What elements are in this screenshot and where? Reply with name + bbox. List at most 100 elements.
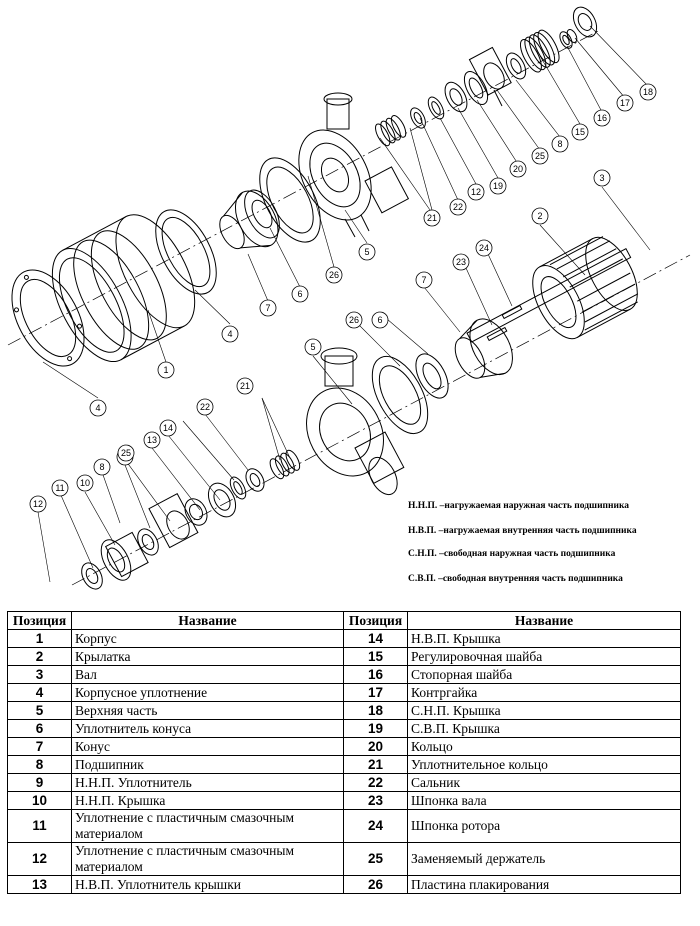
part-grease-seal-end (81, 562, 103, 590)
name-cell: Пластина плакирования (407, 875, 681, 894)
part-grease-seal-lower (229, 476, 247, 500)
callout-label: 19 (493, 181, 503, 191)
part-upper-volute (298, 92, 410, 238)
part-nnp-cover (104, 531, 149, 578)
name-cell: Контргайка (407, 683, 681, 702)
callout-7: 6 (291, 285, 309, 303)
callout-32: 25 (531, 147, 549, 165)
callout-label: 3 (599, 173, 604, 183)
position-cell: 7 (7, 737, 72, 756)
callout-8: 6 (371, 311, 389, 329)
position-cell: 23 (343, 791, 408, 810)
part-stuffing-box-upper (410, 107, 426, 129)
part-replaceable-holder-upper (468, 46, 512, 107)
part-cone-seal (244, 189, 280, 239)
callout-35: 26 (345, 311, 363, 329)
callout-label: 22 (200, 402, 210, 412)
part-replaceable-holder-lower (148, 493, 199, 549)
position-cell: 18 (343, 701, 408, 720)
position-cell: 5 (7, 701, 72, 720)
callout-label: 5 (364, 247, 369, 257)
header-position-right: Позиция (343, 611, 408, 630)
callout-17: 12 (467, 183, 485, 201)
part-lock-nut (566, 29, 578, 43)
part-nvp-cover (207, 482, 237, 518)
callout-label: 4 (227, 329, 232, 339)
callout-3: 4 (89, 399, 107, 417)
position-cell: 3 (7, 665, 72, 684)
callout-33: 25 (117, 444, 135, 462)
callout-label: 11 (55, 483, 64, 493)
position-cell: 17 (343, 683, 408, 702)
name-cell: Сальник (407, 773, 681, 792)
callout-26: 21 (423, 209, 441, 227)
callout-16: 12 (29, 495, 47, 513)
part-cone-seal-lower (415, 353, 449, 399)
name-cell: Вал (71, 665, 344, 684)
callout-10: 7 (415, 271, 433, 289)
callout-19: 14 (159, 419, 177, 437)
callout-label: 7 (421, 275, 426, 285)
callout-31: 24 (475, 239, 493, 257)
callout-1: 2 (531, 207, 549, 225)
callout-label: 6 (297, 289, 302, 299)
position-cell: 2 (7, 647, 72, 666)
callout-label: 1 (163, 365, 168, 375)
position-cell: 4 (7, 683, 72, 702)
name-cell: Корпус (71, 629, 344, 648)
position-cell: 12 (7, 842, 72, 876)
table-header-row: Позиция Название Позиция Название (7, 611, 681, 630)
callout-label: 16 (597, 113, 607, 123)
legend-nvp: Н.В.П. –нагружаемая внутренняя часть под… (408, 526, 637, 536)
part-svp-cover (444, 81, 468, 113)
position-cell: 25 (343, 842, 408, 876)
callout-label: 8 (557, 139, 562, 149)
part-lock-washer (559, 31, 573, 49)
callout-12: 8 (93, 458, 111, 476)
position-cell: 13 (7, 875, 72, 894)
position-cell: 21 (343, 755, 408, 774)
part-housing-gasket (11, 269, 85, 367)
callout-20: 15 (571, 123, 589, 141)
name-cell: Уплотнение с пластичным смазочным матери… (71, 842, 344, 876)
callout-6: 5 (304, 338, 322, 356)
callout-label: 12 (33, 499, 43, 509)
callout-0: 1 (157, 361, 175, 379)
position-cell: 26 (343, 875, 408, 894)
callout-23: 18 (639, 83, 657, 101)
callout-label: 18 (643, 87, 653, 97)
callout-label: 22 (453, 202, 463, 212)
callout-30: 23 (452, 253, 470, 271)
callout-label: 17 (620, 98, 630, 108)
name-cell: Корпусное уплотнение (71, 683, 344, 702)
callout-label: 4 (95, 403, 100, 413)
part-adjusting-washer (519, 29, 560, 73)
callout-22: 17 (616, 94, 634, 112)
name-cell: Заменяемый держатель (407, 842, 681, 876)
part-cone-lower (454, 318, 513, 379)
callout-27: 21 (236, 377, 254, 395)
name-cell: Уплотнительное кольцо (407, 755, 681, 774)
legend-snp: С.Н.П. –свободная наружная часть подшипн… (408, 549, 616, 559)
callout-label: 7 (265, 303, 270, 313)
part-snp-cover (572, 6, 598, 38)
callout-label: 20 (513, 164, 523, 174)
callout-34: 26 (325, 266, 343, 284)
callout-label: 23 (456, 257, 466, 267)
position-cell: 6 (7, 719, 72, 738)
callout-5: 5 (358, 243, 376, 261)
part-grease-seal-upper (427, 96, 445, 120)
position-cell: 14 (343, 629, 408, 648)
part-casing (51, 214, 196, 363)
part-plating-plate (259, 157, 321, 243)
name-cell: Конус (71, 737, 344, 756)
callout-label: 15 (575, 127, 585, 137)
part-nvp-cover-seal (184, 498, 208, 526)
part-housing-gasket-2 (155, 209, 217, 295)
name-cell: С.В.П. Крышка (407, 719, 681, 738)
callout-18: 13 (143, 431, 161, 449)
name-cell: Н.Н.П. Крышка (71, 791, 344, 810)
